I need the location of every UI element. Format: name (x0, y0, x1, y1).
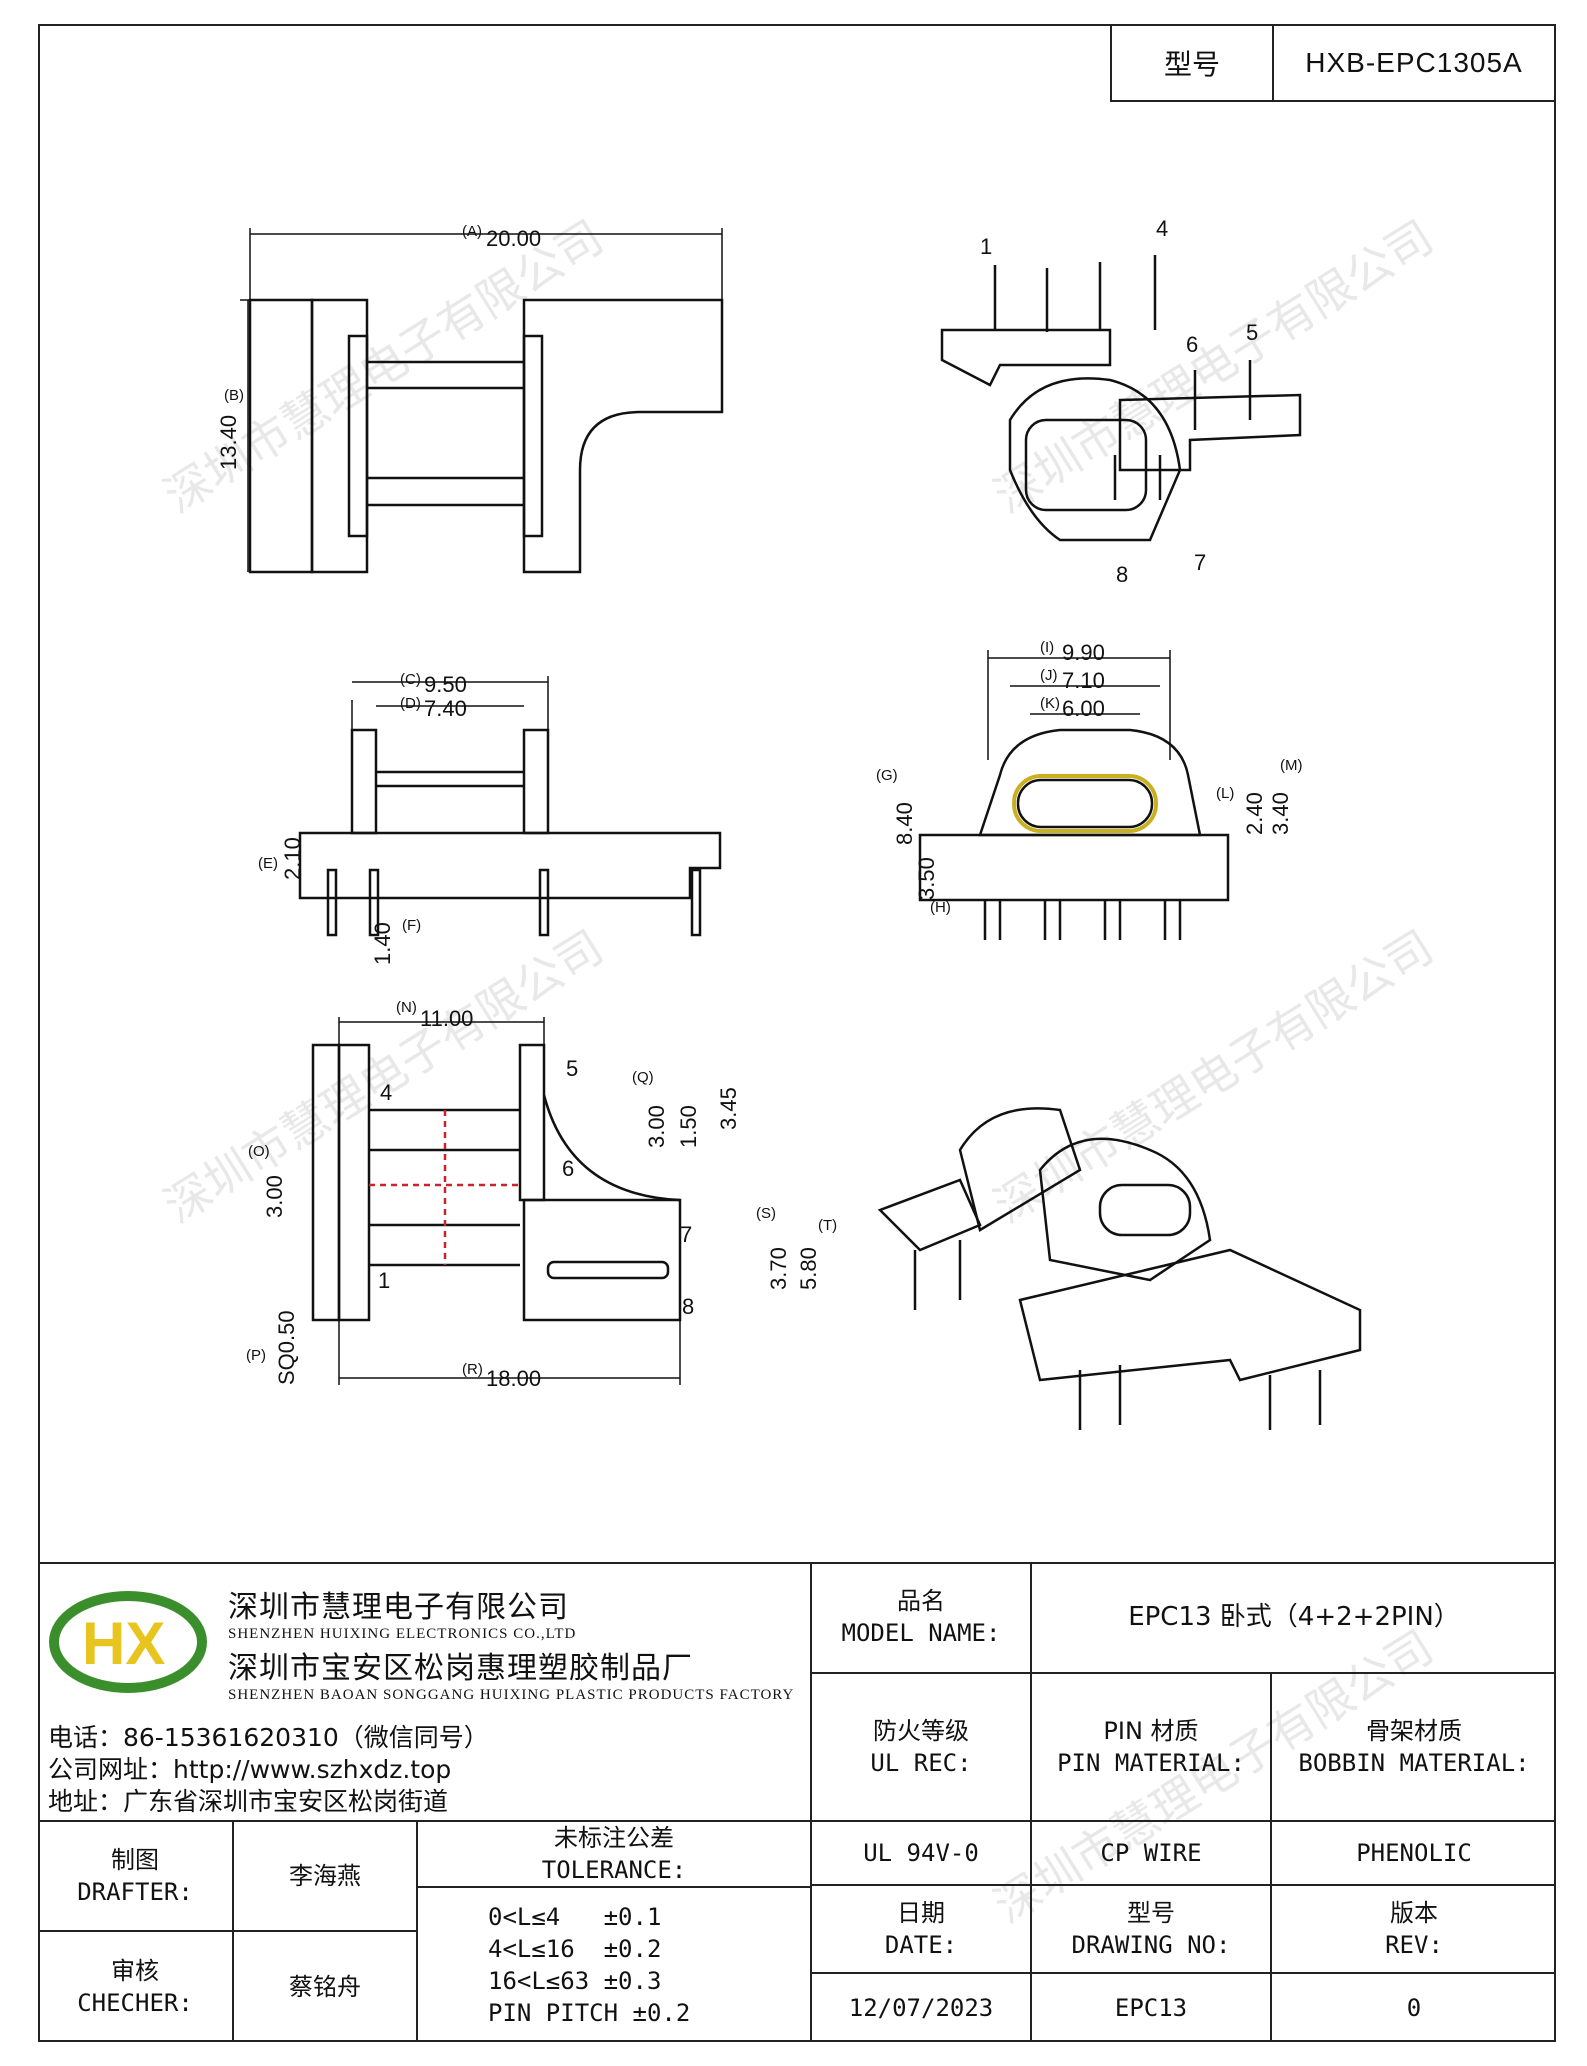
dim-a-value: 20.00 (486, 226, 541, 251)
ul-rec-label: 防火等级 UL REC: (870, 1717, 972, 1777)
model-name-value: EPC13 卧式（4+2+2PIN） (1128, 1602, 1460, 1632)
drafter-value: 李海燕 (289, 1862, 361, 1890)
dim-p-value: SQ0.50 (274, 1310, 299, 1385)
svg-text:HX: HX (82, 1610, 165, 1677)
iso-pin-label-4: 4 (1156, 216, 1168, 241)
dim-k-tag: (K) (1040, 695, 1060, 712)
date-label: 日期 DATE: (884, 1899, 958, 1959)
dim-q3-value: 3.45 (716, 1087, 741, 1130)
dim-i-value: 9.90 (1062, 640, 1105, 665)
dim-s-tag: (S) (756, 1205, 776, 1222)
date-value: 12/07/2023 (848, 1994, 994, 2022)
pin-group (983, 900, 1182, 940)
company-logo-icon: HX (49, 1591, 207, 1693)
dim-h-value: 3.50 (914, 857, 939, 900)
bottom-view (311, 1017, 682, 1385)
company-name-cn: 深圳市慧理电子有限公司 (228, 1590, 569, 1625)
bobbin-material-value: PHENOLIC (1356, 1839, 1472, 1867)
dim-t-tag: (T) (818, 1217, 837, 1234)
dim-j-tag: (J) (1040, 667, 1058, 684)
dim-j-value: 7.10 (1062, 668, 1105, 693)
dim-c-value: 9.50 (424, 672, 467, 697)
dim-m-tag: (M) (1280, 757, 1303, 774)
checker-value: 蔡铭舟 (289, 1973, 361, 2001)
dim-d-tag: (D) (400, 695, 421, 712)
front-view (298, 676, 722, 937)
company-info: 深圳市慧理电子有限公司 SHENZHEN HUIXING ELECTRONICS… (228, 1582, 794, 1704)
contact-info: 电话：86-15361620310（微信同号） 公司网址：http://www.… (48, 1722, 489, 1818)
dim-d-value: 7.40 (424, 696, 467, 721)
dim-n-tag: (N) (396, 999, 417, 1016)
pin-label-8: 8 (682, 1294, 694, 1319)
factory-name-cn: 深圳市宝安区松岗惠理塑胶制品厂 (228, 1651, 693, 1686)
drawing-no-value: EPC13 (1114, 1994, 1188, 2022)
drawing-frame (38, 24, 1556, 2042)
iso-pin-label-8: 8 (1116, 562, 1128, 587)
dim-n-value: 11.00 (420, 1006, 473, 1031)
dim-l-value: 2.40 (1242, 792, 1267, 835)
side-view (918, 650, 1230, 940)
dim-b-value: 13.40 (216, 415, 241, 470)
model-number-value: HXB-EPC1305A (1305, 47, 1523, 78)
pin-label-7: 7 (680, 1222, 692, 1247)
dim-o-value: 3.00 (262, 1175, 287, 1218)
dim-k-value: 6.00 (1062, 696, 1105, 721)
dim-h-tag: (H) (930, 899, 951, 916)
dim-g-value: 8.40 (892, 802, 917, 845)
tolerance-table: 0<L≤4 ±0.1 4<L≤16 ±0.2 16<L≤63 ±0.3 PIN … (488, 1903, 691, 2027)
dim-s-value: 3.70 (766, 1247, 791, 1290)
dim-g-tag: (G) (876, 767, 898, 784)
dim-e-value: 2.10 (280, 837, 305, 880)
factory-name-en: SHENZHEN BAOAN SONGGANG HUIXING PLASTIC … (228, 1687, 795, 1703)
dim-c-tag: (C) (400, 671, 421, 688)
pin-material-value: CP WIRE (1100, 1839, 1202, 1867)
title-block: HX 深圳市慧理电子有限公司 SHENZHEN HUIXING ELECTRON… (38, 1562, 1556, 2042)
dim-q-value: 3.00 (644, 1105, 669, 1148)
checker-label: 审核 CHECHER: (77, 1957, 193, 2017)
dim-q2-value: 1.50 (676, 1105, 701, 1148)
iso-pin-label-6: 6 (1186, 332, 1198, 357)
technical-drawing: (A) 20.00 (B) 13.40 (C) 9.50 (D) 7.40 (E… (216, 216, 1362, 1430)
dim-o-tag: (O) (248, 1143, 270, 1160)
iso-pin-label-5: 5 (1246, 320, 1258, 345)
dim-a-tag: (A) (462, 223, 482, 240)
address-text: 地址：广东省深圳市宝安区松岗街道 (48, 1787, 449, 1816)
drawing-no-label: 型号 DRAWING NO: (1071, 1899, 1231, 1959)
dim-r-value: 18.00 (486, 1366, 541, 1391)
isometric-view-top (940, 255, 1302, 542)
pin-label-1: 1 (378, 1268, 390, 1293)
rev-label: 版本 REV: (1385, 1899, 1443, 1959)
model-number-label: 型号 (1112, 26, 1274, 100)
top-view (240, 228, 724, 574)
pin-label-5: 5 (566, 1056, 578, 1081)
dim-f-value: 1.40 (370, 922, 395, 965)
rev-value: 0 (1406, 1994, 1422, 2022)
dim-p-tag: (P) (246, 1347, 266, 1364)
phone-text: 电话：86-15361620310（微信同号） (48, 1723, 489, 1752)
drafter-label: 制图 DRAFTER: (77, 1846, 193, 1906)
bobbin-material-label: 骨架材质 BOBBIN MATERIAL: (1298, 1717, 1530, 1777)
dim-f-tag: (F) (402, 917, 421, 934)
pin-label-6: 6 (562, 1156, 574, 1181)
dim-i-tag: (I) (1040, 639, 1054, 656)
iso-pin-label-1: 1 (980, 234, 992, 259)
dim-m-value: 3.40 (1268, 792, 1293, 835)
website-link[interactable]: 公司网址：http://www.szhxdz.top (48, 1755, 452, 1784)
dim-l-tag: (L) (1216, 785, 1234, 802)
dim-t-value: 5.80 (796, 1247, 821, 1290)
dim-e-tag: (E) (258, 855, 278, 872)
dim-r-tag: (R) (462, 1361, 483, 1378)
dim-q-tag: (Q) (632, 1069, 654, 1086)
pin-material-label: PIN 材质 PIN MATERIAL: (1057, 1717, 1245, 1777)
ul-rec-value: UL 94V-0 (863, 1839, 979, 1867)
isometric-view-bottom (877, 1107, 1362, 1430)
pin-label-4: 4 (380, 1080, 392, 1105)
tolerance-label: 未标注公差 TOLERANCE: (541, 1824, 687, 1884)
company-name-en: SHENZHEN HUIXING ELECTRONICS CO.,LTD (228, 1626, 577, 1642)
iso-pin-label-7: 7 (1194, 550, 1206, 575)
dim-b-tag: (B) (224, 387, 244, 404)
model-number-box: 型号 HXB-EPC1305A (1110, 26, 1556, 102)
model-name-label: 品名 MODEL NAME: (841, 1587, 1001, 1647)
